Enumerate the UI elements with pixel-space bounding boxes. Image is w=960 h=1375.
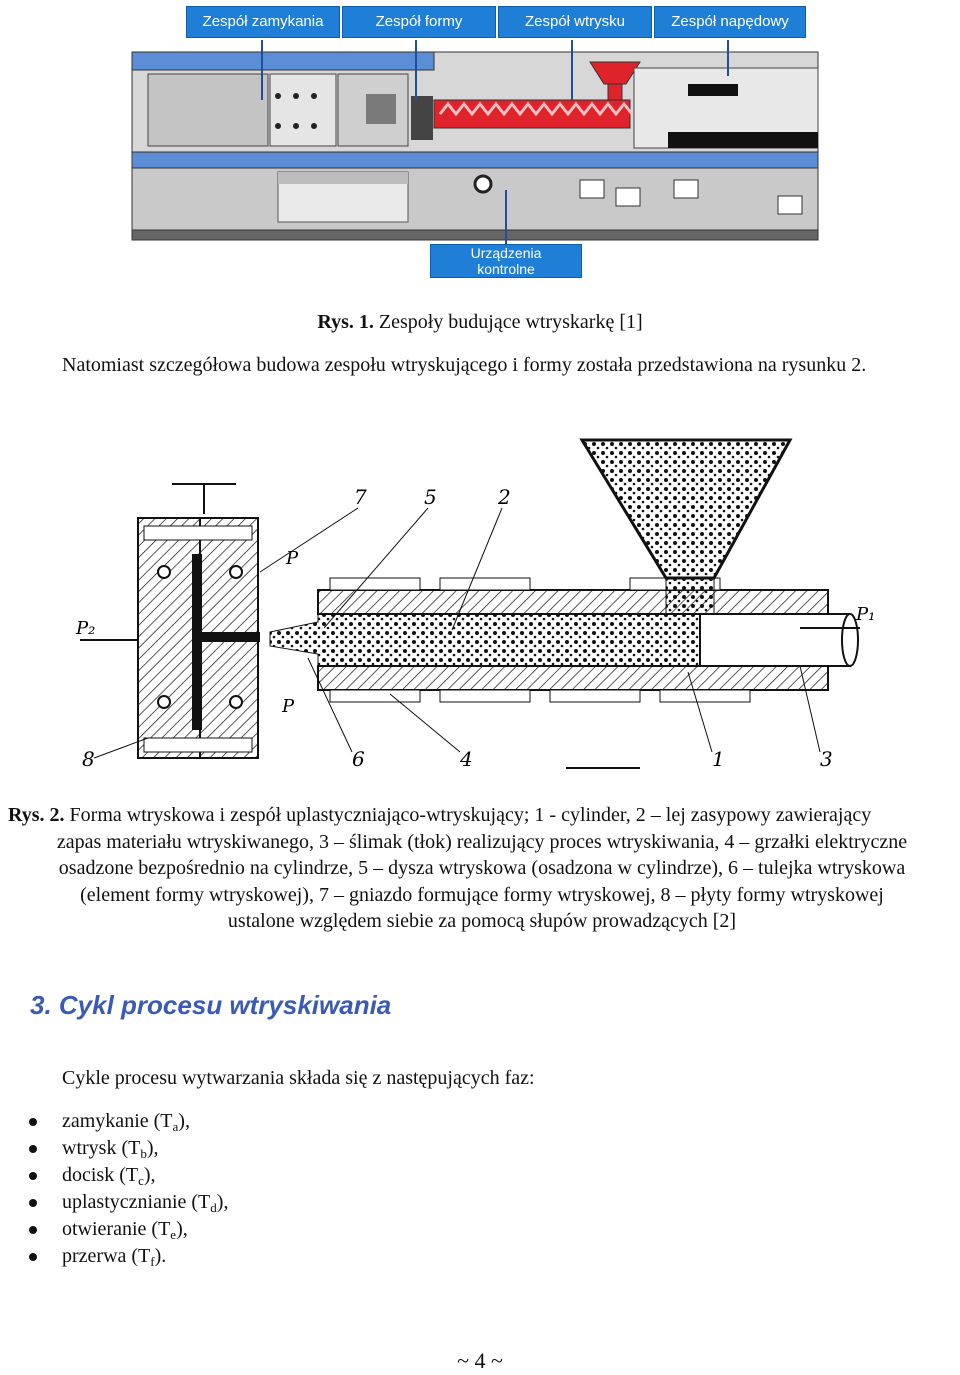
symbol-p2: P₂ xyxy=(75,618,95,639)
machine-diagram xyxy=(131,40,819,244)
callout-1: 1 xyxy=(712,747,725,771)
caption-figure-2: Rys. 2. Forma wtryskowa i zespół uplasty… xyxy=(8,802,956,935)
label-control-line1: Urządzenia xyxy=(470,245,542,261)
list-item: docisk (Tc), xyxy=(0,1162,228,1189)
bullet-icon xyxy=(29,1253,37,1261)
caption2-line1: Rys. 2. Forma wtryskowa i zespół uplasty… xyxy=(8,802,956,829)
bullet-icon xyxy=(29,1226,37,1234)
label-injection-unit: Zespół wtrysku xyxy=(498,6,652,38)
paragraph-1: Natomiast szczegółowa budowa zespołu wtr… xyxy=(62,354,867,376)
callout-4: 4 xyxy=(459,747,473,771)
label-mold-unit: Zespół formy xyxy=(342,6,496,38)
bullet-icon xyxy=(29,1199,37,1207)
callout-8: 8 xyxy=(82,747,95,771)
list-item: uplastycznianie (Td), xyxy=(0,1189,228,1216)
callout-7: 7 xyxy=(354,485,367,509)
caption2-prefix: Rys. 2. xyxy=(8,804,65,826)
symbol-p-top: P xyxy=(285,548,299,569)
callout-3: 3 xyxy=(820,747,833,771)
page-number: ~ 4 ~ xyxy=(457,1348,503,1373)
symbol-p1: P₁ xyxy=(855,604,875,625)
callout-6: 6 xyxy=(352,747,365,771)
list-item: przerwa (Tf). xyxy=(0,1243,228,1270)
figure-injection-unit-section: 7 5 2 1 3 4 6 8 P P P₂ P₁ xyxy=(60,432,880,782)
symbol-p-bottom: P xyxy=(281,696,295,717)
caption2-line2: zapas materiału wtryskiwanego, 3 – ślima… xyxy=(56,830,908,853)
label-clamping-unit: Zespół zamykania xyxy=(186,6,340,38)
list-item: wtrysk (Tb), xyxy=(0,1135,228,1162)
label-drive-unit: Zespół napędowy xyxy=(654,6,806,38)
caption2-line4: (element formy wtryskowej), 7 – gniazdo … xyxy=(80,883,884,906)
caption1-prefix: Rys. 1. xyxy=(317,311,374,333)
caption2-text: Forma wtryskowa i zespół uplastyczniając… xyxy=(64,804,872,826)
callout-5: 5 xyxy=(424,485,437,509)
phases-list: zamykanie (Ta), wtrysk (Tb), docisk (Tc)… xyxy=(0,1108,228,1270)
label-control-line2: kontrolne xyxy=(477,261,535,277)
intro-text: Cykle procesu wytwarzania składa się z n… xyxy=(62,1067,535,1089)
callout-2: 2 xyxy=(497,485,511,509)
caption1-text: Zespoły budujące wtryskarkę [1] xyxy=(373,311,643,333)
section-heading: 3. Cykl procesu wtryskiwania xyxy=(30,990,392,1020)
bullet-icon xyxy=(29,1118,37,1126)
caption2-line5: ustalone względem siebie za pomocą słupó… xyxy=(227,910,737,932)
bullet-icon xyxy=(29,1145,37,1153)
bullet-icon xyxy=(29,1172,37,1180)
label-control-devices: Urządzenia kontrolne xyxy=(430,244,582,278)
figure-injection-machine: Zespół zamykania Zespół formy Zespół wtr… xyxy=(128,4,828,284)
caption-figure-1: Rys. 1. Zespoły budujące wtryskarkę [1] xyxy=(0,311,960,334)
section-diagram: 7 5 2 1 3 4 6 8 P P P₂ P₁ xyxy=(75,438,875,771)
list-item: otwieranie (Te), xyxy=(0,1216,228,1243)
list-item: zamykanie (Ta), xyxy=(0,1108,228,1135)
caption2-line3: osadzone bezpośrednio na cylindrze, 5 – … xyxy=(58,857,906,879)
